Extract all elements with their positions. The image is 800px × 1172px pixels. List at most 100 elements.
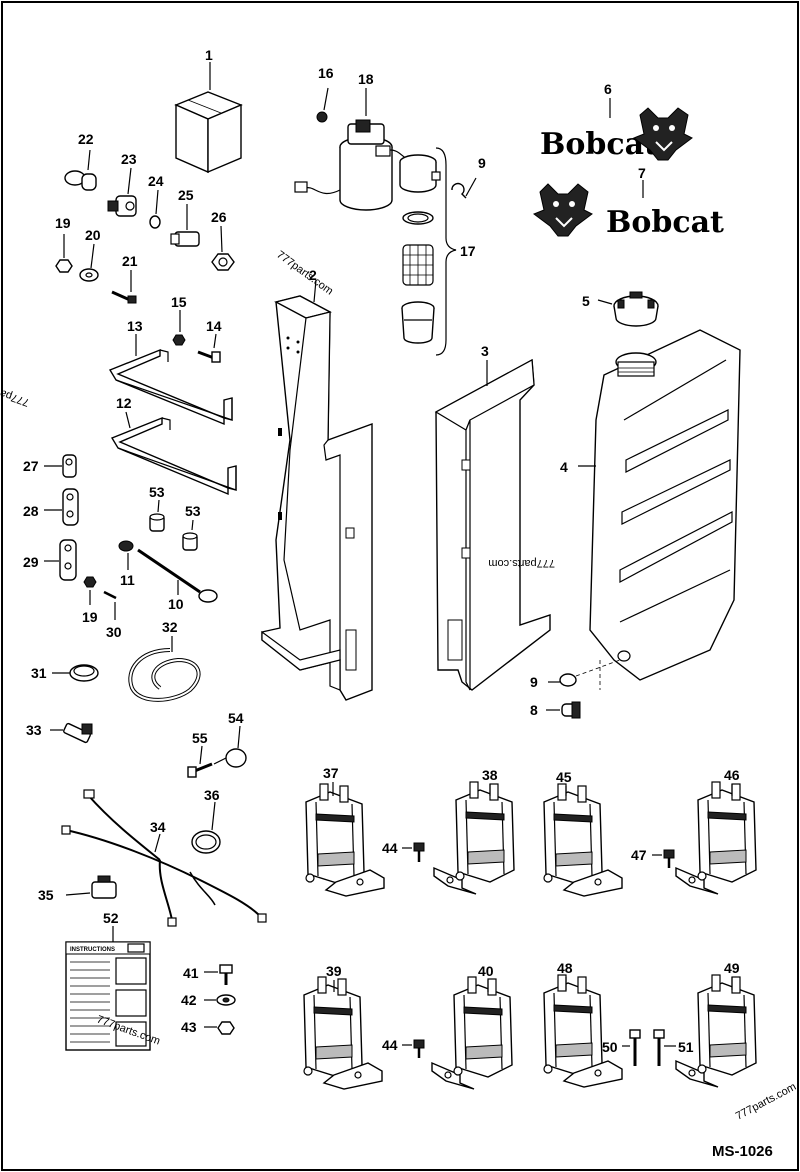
callout-45: 45 [556,769,572,785]
callout-9-lower: 9 [530,674,538,690]
callout-26: 26 [211,209,227,225]
part-17-filter-assembly [399,147,457,356]
callout-38: 38 [482,767,498,783]
callout-35: 35 [38,887,54,903]
part-40-mounting-bracket [431,976,513,1090]
part-41-bolt [204,964,233,985]
part-53-bushing-left [149,499,165,532]
callout-3: 3 [481,343,489,359]
part-55-bolt [187,745,213,778]
callout-24: 24 [148,173,164,189]
callout-32: 32 [162,619,178,635]
callout-30: 30 [106,624,122,640]
callout-5: 5 [582,293,590,309]
part-15-nut [172,310,186,346]
callout-4: 4 [560,459,568,475]
bobcat-head-logo-7 [532,183,593,237]
watermark-top: 777parts.com [274,249,335,298]
callout-52: 52 [103,910,119,926]
part-25-fitting [170,204,200,247]
part-52-instructions-sheet: INSTRUCTIONS [65,926,151,1051]
callout-20: 20 [85,227,101,243]
callout-39: 39 [326,963,342,979]
part-29-plate [44,539,77,581]
part-24-o-ring [149,189,161,229]
part-50-bolt [622,1029,641,1066]
part-9-clamp-upper [451,177,477,199]
callout-17: 17 [460,243,476,259]
callout-13: 13 [127,318,143,334]
callout-37: 37 [323,765,339,781]
callout-54: 54 [228,710,244,726]
watermark-bottom-right: 777parts.com [734,1081,798,1123]
callout-53-left: 53 [149,484,165,500]
part-9-clamp-lower [548,659,621,690]
part-28-plate [44,488,79,526]
callout-7: 7 [638,165,646,181]
callout-6: 6 [604,81,612,97]
callout-47: 47 [631,847,647,863]
callout-28: 28 [23,503,39,519]
bobcat-logo-text-6: Bobcat [540,127,658,162]
part-6-decal: Bobcat [540,98,693,162]
part-4-fuel-tank [578,329,741,681]
part-19-nut-lower [83,576,97,605]
part-13-strap [108,334,233,426]
part-47-bolt [652,849,675,868]
callout-16: 16 [318,65,334,81]
callout-44-lower: 44 [382,1037,398,1053]
callout-50: 50 [602,1039,618,1055]
callout-labels: 1 2 3 4 5 6 7 8 9 9 10 11 12 13 14 15 16… [23,47,740,1055]
callout-18: 18 [358,71,374,87]
callout-11: 11 [120,572,135,588]
callout-23: 23 [121,151,137,167]
callout-8: 8 [530,702,538,718]
callout-55: 55 [192,730,208,746]
part-7-decal: Bobcat [532,180,724,240]
callout-27: 27 [23,458,39,474]
callout-12: 12 [116,395,132,411]
mounting-brackets-group [303,781,757,1090]
part-51-bolt [653,1029,676,1066]
part-42-washer [204,994,236,1006]
callout-21: 21 [122,253,138,269]
part-21-bolt [111,270,137,304]
callout-51: 51 [678,1039,694,1055]
bobcat-head-logo-6 [632,107,693,161]
instructions-title: INSTRUCTIONS [70,947,115,953]
callout-19-lower: 19 [82,609,98,625]
callout-40: 40 [478,963,494,979]
part-35-toggle-switch [65,875,117,899]
part-31-hose-clamp [52,664,99,682]
part-26-nut [211,225,235,271]
part-27-plate [44,454,77,478]
callout-19-upper: 19 [55,215,71,231]
part-53-bushing-right [182,519,198,551]
callout-29: 29 [23,554,39,570]
part-18-fuel-pump [294,88,411,211]
part-34-wire-harness [61,789,267,927]
callout-31: 31 [31,665,47,681]
callout-48: 48 [557,960,573,976]
part-14-bolt [197,333,221,363]
callout-43: 43 [181,1019,197,1035]
bobcat-logo-text-7: Bobcat [606,205,724,240]
part-2-side-panel [261,279,373,701]
callout-25: 25 [178,187,194,203]
part-46-mounting-bracket [675,781,757,895]
drawing-id: MS-1026 [712,1143,773,1160]
callout-42: 42 [181,992,197,1008]
part-54-p-clamp [213,725,247,768]
part-11-grommet [118,540,134,570]
part-36-cable-tie [191,801,221,854]
part-10-dipstick [137,548,218,603]
part-38-mounting-bracket [433,781,515,895]
part-30-bolt [103,590,117,620]
callout-2: 2 [309,267,317,283]
part-5-fuel-cap [597,291,659,327]
callout-36: 36 [204,787,220,803]
callout-34: 34 [150,819,166,835]
part-23-fitting [107,167,137,217]
